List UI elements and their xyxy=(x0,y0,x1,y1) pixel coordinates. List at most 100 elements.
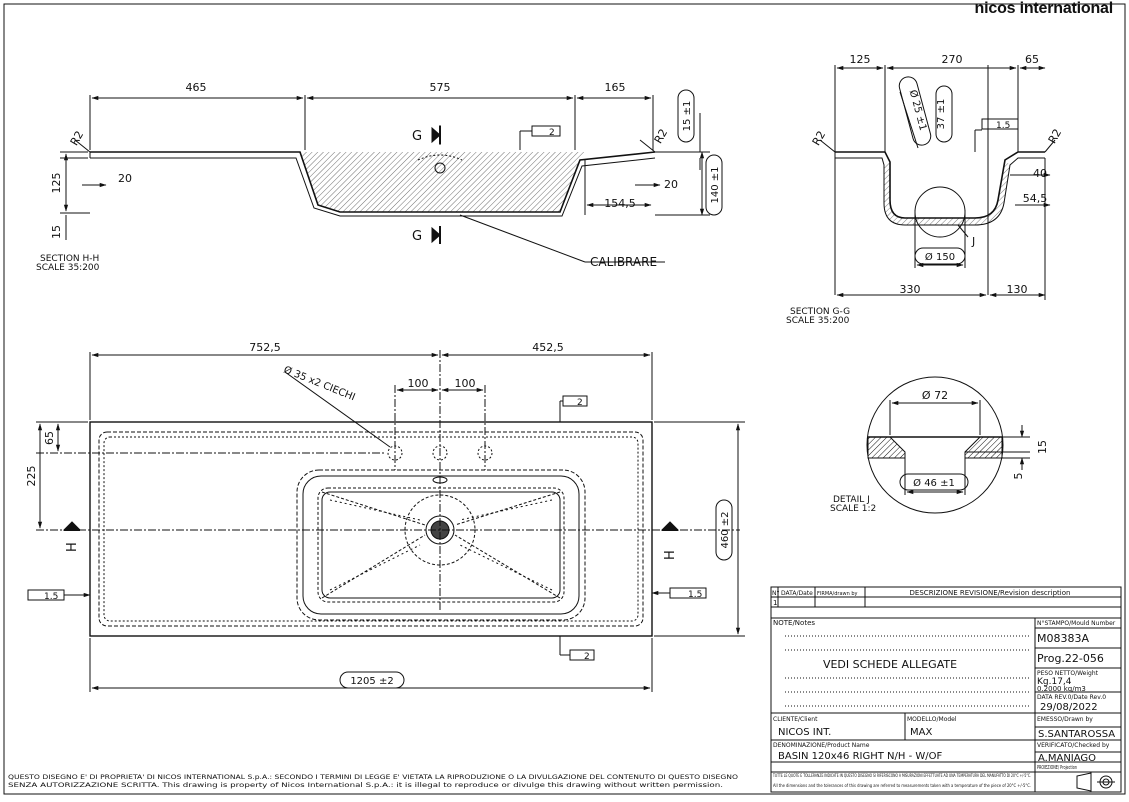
dim-gg-bottom-b: 130 xyxy=(1007,283,1028,296)
dim-hh-depth: 140 ±1 xyxy=(710,166,721,203)
dim-j-step: 5 xyxy=(1012,473,1025,480)
section-gg-label: SECTION G-G xyxy=(790,307,850,317)
section-hh-scale: SCALE 35:200 xyxy=(36,263,100,273)
checked-value: A.MANIAGO xyxy=(1038,753,1096,764)
dim-plan-height: 460 ±2 xyxy=(720,511,731,548)
section-hh-tolerance-boxes xyxy=(677,89,723,216)
dim-gg-side-b: 54,5 xyxy=(1023,192,1048,205)
dim-hh-middle: 575 xyxy=(430,81,451,94)
tolerance-note-en: All the dimensions and the tolerances of… xyxy=(773,783,1031,789)
weight-value: Kg.17,4 xyxy=(1037,677,1072,687)
detail-j-scale: SCALE 1:2 xyxy=(830,504,876,514)
dim-hh-thick: 15 ±1 xyxy=(682,101,693,132)
dim-plan-top: 65 xyxy=(43,431,56,445)
flatness-plan-right: 1.5 xyxy=(688,590,702,600)
plan-labels: 752,5 452,5 100 100 Ø 35 x2 CIECHI 65 22… xyxy=(25,341,731,687)
checked-label: VERIFICATO/Checked by xyxy=(1037,742,1110,749)
client-label: CLIENTE/Client xyxy=(773,716,818,723)
dim-gg-top-a: 125 xyxy=(850,53,871,66)
cut-h-left: H xyxy=(65,542,80,552)
detail-j-mark: J xyxy=(971,235,975,248)
dim-gg-drain: Ø 150 xyxy=(925,251,955,263)
dim-gg-hole-h: 37 ±1 xyxy=(936,99,947,130)
title-block xyxy=(770,586,1122,793)
footer-line-2: SENZA AUTORIZZAZIONE SCRITTA. This drawi… xyxy=(8,782,723,789)
section-gg-view xyxy=(819,65,1056,300)
rev-header-desc: DESCRIZIONE REVISIONE/Revision descripti… xyxy=(910,589,1071,597)
radius-gg-left: R2 xyxy=(810,129,829,148)
rev-header-sign: FIRMA/drawn by xyxy=(817,591,858,597)
weight-label: PESO NETTO/Weight xyxy=(1037,670,1099,677)
notes-label: NOTE/Notes xyxy=(773,619,815,627)
dim-j-thick: 15 xyxy=(1036,440,1049,454)
dim-plan-right: 452,5 xyxy=(532,341,564,354)
notes-text: VEDI SCHEDE ALLEGATE xyxy=(823,658,957,671)
projection-label: PROIEZIONE/ Projection xyxy=(1037,765,1077,771)
client-value: NICOS INT. xyxy=(778,727,831,738)
mould-number: M08383A xyxy=(1037,632,1089,645)
drawn-value: S.SANTAROSSA xyxy=(1038,729,1115,740)
dim-plan-depth: 225 xyxy=(25,466,38,487)
dim-gg-top-b: 270 xyxy=(942,53,963,66)
flatness-gg: 1.5 xyxy=(996,121,1010,131)
flatness-plan-top: 2 xyxy=(577,398,583,408)
cut-g-bottom: G xyxy=(412,229,422,244)
density-value: 0.2000 kg/m3 xyxy=(1037,685,1086,693)
dim-hh-right: 165 xyxy=(605,81,626,94)
sheet-border xyxy=(3,3,1126,795)
dim-plan-hole-b: 100 xyxy=(455,377,476,390)
product-value: BASIN 120x46 RIGHT N/H - W/OF xyxy=(778,751,942,762)
radius-gg-right: R2 xyxy=(1046,127,1065,146)
detail-j-view xyxy=(866,376,1030,514)
detail-j-label: DETAIL J xyxy=(833,495,870,505)
prog-number: Prog.22-056 xyxy=(1037,652,1104,665)
date-value: 29/08/2022 xyxy=(1040,702,1098,713)
mould-label: N°STAMPO/Mould Number xyxy=(1037,620,1116,627)
rev-row-num: 1 xyxy=(773,599,777,607)
flatness-hh: 2 xyxy=(549,128,555,138)
model-label: MODELLO/Model xyxy=(907,716,957,723)
radius-hh-right: R2 xyxy=(652,127,671,146)
section-gg-tolerance-boxes xyxy=(898,76,966,265)
footer-notice: QUESTO DISEGNO E' DI PROPRIETA' DI NICOS… xyxy=(8,774,738,789)
dim-j-outer: Ø 72 xyxy=(922,389,948,402)
dim-hh-offset-left: 20 xyxy=(118,172,132,185)
flatness-plan-bottom: 2 xyxy=(584,652,590,662)
tolerance-note-it: TUTTE LE QUOTE E TOLLERANZE INDICATE IN … xyxy=(772,773,1031,779)
radius-hh-left: R2 xyxy=(68,129,87,148)
flatness-plan-left: 1.5 xyxy=(44,592,58,602)
plan-view xyxy=(27,350,745,692)
cut-g-top: G xyxy=(412,129,422,144)
rev-header-date: DATA/Date xyxy=(781,590,813,597)
dim-plan-holes: Ø 35 x2 CIECHI xyxy=(282,364,357,404)
dim-plan-hole-a: 100 xyxy=(408,377,429,390)
section-gg-scale: SCALE 35:200 xyxy=(786,316,850,326)
cut-h-right: H xyxy=(663,550,678,560)
rev-header-num: N° xyxy=(772,590,780,597)
dim-plan-left: 752,5 xyxy=(249,341,281,354)
date-label: DATA REV.0/Date Rev.0 xyxy=(1037,694,1106,701)
section-hh-view xyxy=(60,95,710,263)
section-hh-labels: 465 575 165 125 15 R2 R2 20 20 154,5 G G… xyxy=(36,81,678,273)
callout-calibrare: CALIBRARE xyxy=(590,255,657,269)
plan-tolerance-boxes xyxy=(339,499,733,689)
brand-logo: nicos international xyxy=(974,0,1114,17)
dim-hh-offset-right: 20 xyxy=(664,178,678,191)
dim-plan-width: 1205 ±2 xyxy=(350,676,393,687)
dim-hh-base: 15 xyxy=(50,225,63,239)
dim-gg-top-c: 65 xyxy=(1025,53,1039,66)
title-block-text: N° DATA/Date FIRMA/drawn by DESCRIZIONE … xyxy=(772,589,1116,789)
section-gg-labels: 125 270 65 Ø 25 ±1 37 ±1 R2 R2 40 54,5 Ø… xyxy=(786,53,1064,326)
section-hh-label: SECTION H-H xyxy=(40,254,99,264)
dim-j-inner: Ø 46 ±1 xyxy=(913,477,955,489)
model-value: MAX xyxy=(910,727,932,738)
dim-gg-side-a: 40 xyxy=(1033,167,1047,180)
drawn-label: EMESSO/Drawn by xyxy=(1037,716,1093,723)
dim-hh-left: 465 xyxy=(186,81,207,94)
dim-hh-height: 125 xyxy=(50,173,63,194)
footer-line-1: QUESTO DISEGNO E' DI PROPRIETA' DI NICOS… xyxy=(8,774,738,781)
dim-hh-bowl: 154,5 xyxy=(604,197,636,210)
detail-j-tolerance-box xyxy=(899,473,969,491)
